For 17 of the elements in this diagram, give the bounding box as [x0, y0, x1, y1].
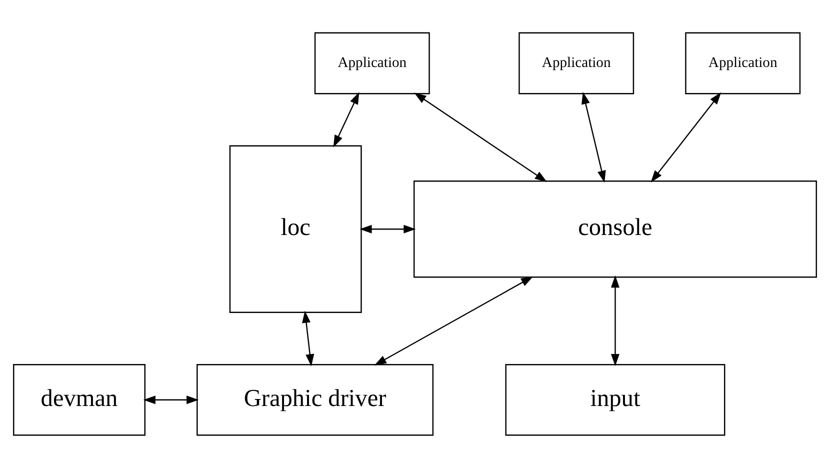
node-box: console — [413, 180, 817, 278]
node-box: Graphic driver — [196, 364, 434, 436]
arrow — [333, 92, 360, 148]
node-box: Application — [314, 32, 430, 94]
node-box: Application — [518, 32, 634, 94]
node-box: input — [505, 364, 726, 436]
arrow — [650, 92, 722, 182]
node-box: devman — [13, 364, 146, 436]
arrow — [414, 92, 547, 182]
arrow — [582, 92, 606, 183]
node-box: loc — [229, 145, 362, 313]
arrow — [610, 275, 620, 366]
arrow — [302, 310, 314, 366]
node-box: Application — [685, 32, 801, 94]
arrow — [374, 276, 534, 366]
arrow — [143, 396, 199, 404]
arrow — [360, 224, 416, 234]
